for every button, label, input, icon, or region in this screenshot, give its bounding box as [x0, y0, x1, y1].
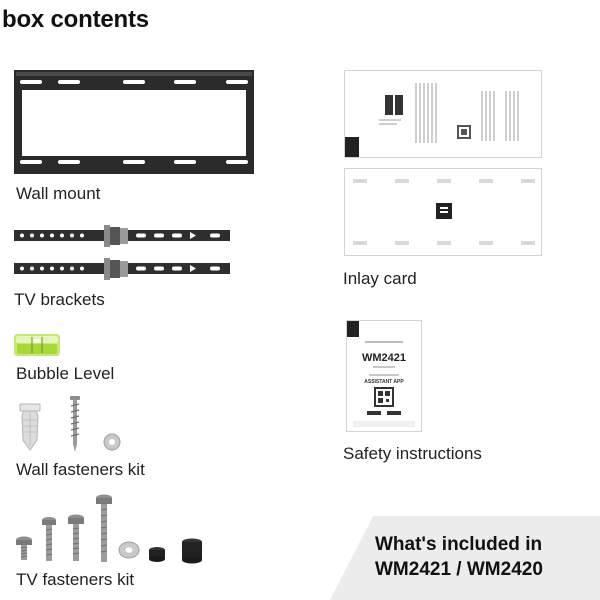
safety-booklet-image: WM2421 ASSISTANT APP [346, 320, 422, 432]
footer-line-1: What's included in [375, 534, 543, 555]
wall-mount-label: Wall mount [16, 184, 101, 203]
footer-heading: What's included in WM2421 / WM2420 [375, 532, 543, 582]
booklet-subtitle-text: ASSISTANT APP [364, 379, 404, 385]
bubble-level-label: Bubble Level [16, 364, 115, 383]
page-title: box contents [2, 6, 149, 33]
tv-fasteners-image [16, 494, 202, 564]
tv-fasteners-label: TV fasteners kit [16, 570, 135, 589]
inlay-card-sheet-top [344, 70, 542, 158]
footer-panel [330, 516, 600, 600]
booklet-model-text: WM2421 [362, 352, 406, 364]
inlay-card-top-art [345, 83, 519, 157]
inlay-card-sheet-bottom [344, 168, 542, 256]
tv-brackets-image [14, 225, 230, 280]
inlay-card-bottom-art [353, 179, 535, 245]
safety-instructions-label: Safety instructions [343, 444, 482, 463]
wall-fasteners-label: Wall fasteners kit [16, 460, 145, 479]
wall-fasteners-image [19, 396, 121, 452]
footer-line-2: WM2421 / WM2420 [375, 559, 543, 580]
safety-booklet-art: WM2421 ASSISTANT APP [347, 321, 415, 427]
wall-mount-image [14, 70, 254, 174]
tv-brackets-label: TV brackets [14, 290, 105, 309]
bubble-level-image [14, 334, 60, 356]
inlay-card-label: Inlay card [343, 269, 417, 288]
